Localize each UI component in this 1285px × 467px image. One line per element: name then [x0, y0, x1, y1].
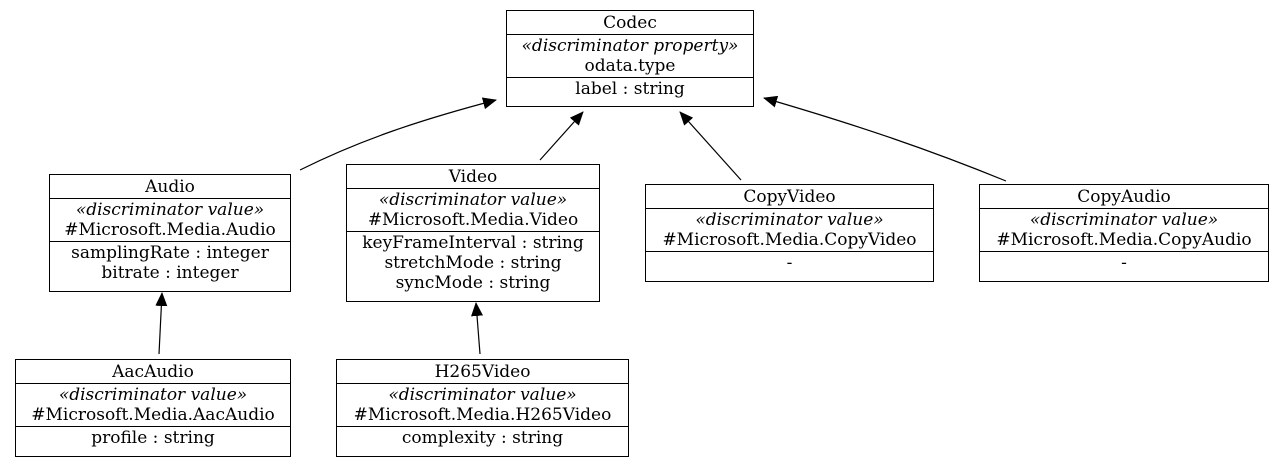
edge-audio-to-codec	[299, 97, 497, 171]
stereotype-label: «discriminator property»	[521, 36, 739, 56]
stereotype-label: «discriminator value»	[58, 385, 248, 405]
attribute: complexity : string	[401, 428, 564, 448]
class-video: Video «discriminator value» #Microsoft.M…	[346, 164, 600, 302]
class-audio: Audio «discriminator value» #Microsoft.M…	[49, 174, 291, 292]
class-name: CopyAudio	[1077, 187, 1171, 207]
edge-video-to-codec	[539, 111, 584, 161]
class-name: H265Video	[434, 362, 531, 382]
stereotype-label: «discriminator value»	[75, 200, 265, 220]
class-name: CopyVideo	[743, 187, 836, 207]
class-name: Codec	[603, 13, 657, 33]
class-name: Audio	[145, 177, 195, 197]
attribute: stretchMode : string	[384, 253, 562, 273]
discriminator-label: odata.type	[584, 56, 676, 76]
edge-h265video-to-video	[471, 302, 483, 355]
class-h265video: H265Video «discriminator value» #Microso…	[336, 359, 629, 457]
class-name: Video	[448, 167, 498, 187]
stereotype-label: «discriminator value»	[1029, 210, 1219, 230]
discriminator-label: #Microsoft.Media.AacAudio	[31, 405, 275, 425]
attribute: keyFrameInterval : string	[362, 233, 584, 253]
class-copyvideo: CopyVideo «discriminator value» #Microso…	[645, 184, 934, 282]
discriminator-label: #Microsoft.Media.CopyAudio	[996, 230, 1252, 250]
edge-copyvideo-to-codec	[679, 111, 742, 181]
stereotype-label: «discriminator value»	[388, 385, 577, 405]
class-aacaudio: AacAudio «discriminator value» #Microsof…	[15, 359, 291, 457]
attribute: label : string	[575, 79, 685, 99]
attribute: samplingRate : integer	[71, 243, 269, 263]
stereotype-label: «discriminator value»	[695, 210, 884, 230]
attribute: syncMode : string	[395, 273, 551, 293]
attribute: profile : string	[91, 428, 215, 448]
edge-aacaudio-to-audio	[155, 292, 168, 355]
edge-copyaudio-to-codec	[763, 95, 1007, 182]
class-codec: Codec «discriminator property» odata.typ…	[506, 10, 754, 107]
attribute: bitrate : integer	[101, 263, 239, 283]
discriminator-label: #Microsoft.Media.Audio	[64, 220, 276, 240]
attribute: -	[786, 253, 793, 273]
discriminator-label: #Microsoft.Media.Video	[367, 210, 579, 230]
class-name: AacAudio	[112, 362, 194, 382]
attribute: -	[1121, 253, 1127, 273]
discriminator-label: #Microsoft.Media.CopyVideo	[662, 230, 917, 250]
discriminator-label: #Microsoft.Media.H265Video	[353, 405, 612, 425]
class-copyaudio: CopyAudio «discriminator value» #Microso…	[979, 184, 1269, 282]
stereotype-label: «discriminator value»	[378, 190, 568, 210]
